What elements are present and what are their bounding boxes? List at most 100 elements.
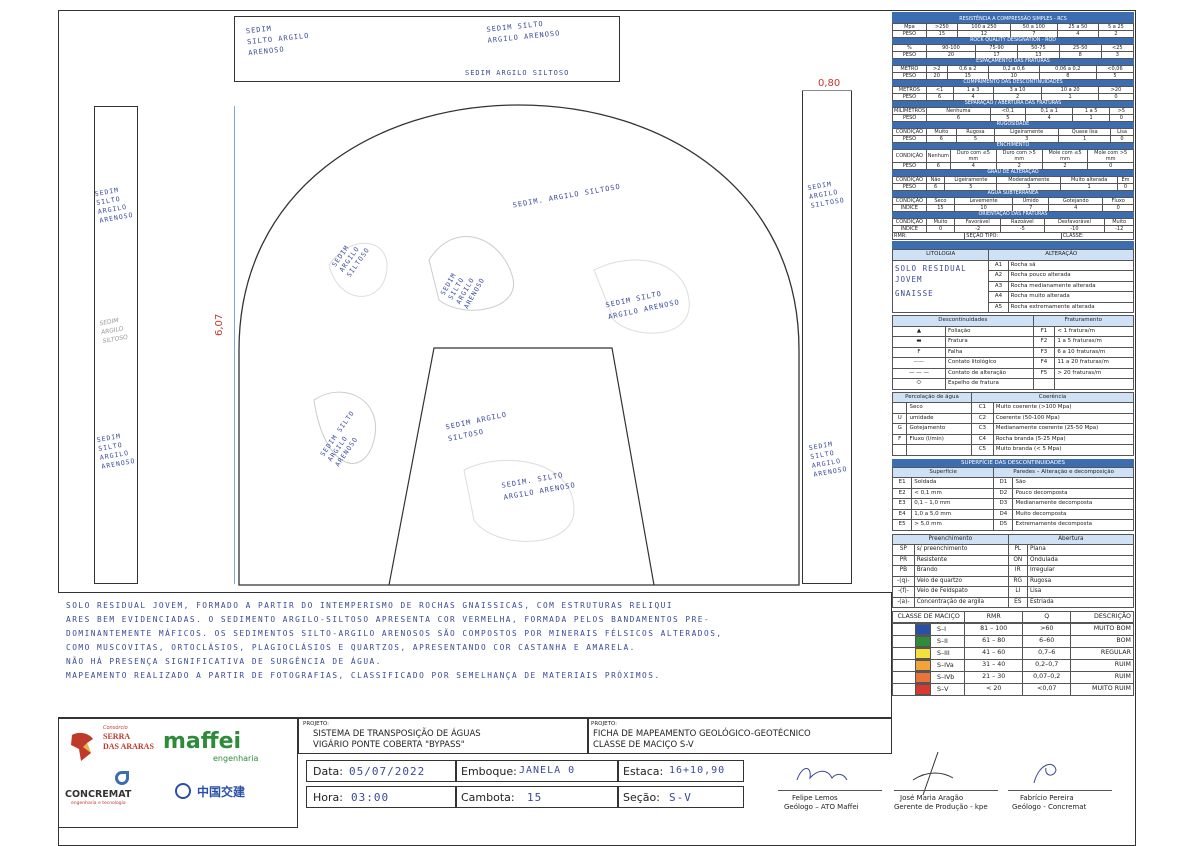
coh-code: C2	[971, 412, 994, 424]
rmr-cell: >5	[1108, 107, 1135, 115]
fill-desc: Veio de quartzo	[913, 575, 1009, 587]
wall-desc: Muito decomposta	[1012, 508, 1134, 520]
dim-height-line	[234, 106, 235, 584]
rmr-cell: <0,1	[989, 107, 1026, 115]
rmr-cell: Não	[925, 176, 946, 184]
class-code: S–V	[937, 686, 949, 693]
crown-box: SEDIM SILTO ARGILO ARENOSO SEDIM SILTO A…	[234, 16, 620, 82]
rmr-cell: PESO	[892, 162, 927, 170]
signer-1-role: Geólogo – ATO Maffei	[784, 803, 859, 811]
wall-code: D5	[993, 519, 1014, 531]
rmr-cell: PESO	[892, 93, 927, 101]
project-1-line-1: SISTEMA DE TRANSPOSIÇÃO DE ÁGUAS	[313, 729, 481, 739]
rmr-cell: 8	[1058, 51, 1102, 59]
fract-code: F1	[1032, 325, 1056, 337]
field-estaca[interactable]: Estaca: 16+10,90	[618, 760, 744, 782]
field-emboque[interactable]: Emboque: JANELA 0	[456, 760, 618, 782]
rmr-cell: 15	[925, 30, 958, 38]
rmr-cell: ÍNDICE	[892, 204, 927, 212]
water-desc: Seco	[906, 402, 973, 414]
ap-desc: Rugosa	[1026, 575, 1135, 587]
class-desc: BOM	[1070, 634, 1134, 648]
fill-desc: s/ preenchimento	[913, 544, 1009, 556]
fract-head: Fraturamento	[1032, 315, 1135, 327]
surf-code: E5	[891, 519, 913, 531]
signature-line	[778, 790, 882, 791]
rmr-cell: Fluxo	[1102, 197, 1134, 205]
surf-desc: < 0,1 mm	[911, 487, 995, 499]
rmr-cell: Gotejando	[1048, 197, 1104, 205]
field-data[interactable]: Data: 05/07/2022	[306, 760, 456, 782]
fill-desc: Concentração de argila	[913, 596, 1009, 608]
rmr-cell: Desfavorável	[1043, 218, 1106, 226]
class-q: 0,07–0,2	[1022, 670, 1072, 684]
ap-code: RG	[1007, 575, 1028, 587]
class-q: <0,07	[1022, 682, 1072, 696]
alt-code: A1	[988, 259, 1009, 271]
rmr-cell: 4	[1024, 114, 1074, 122]
coh-desc: Muito branda (< 5 Mpa)	[992, 444, 1135, 456]
secao-value: S-V	[669, 791, 692, 804]
ap-desc: Irregular	[1026, 565, 1135, 577]
field-secao[interactable]: Seção: S-V	[618, 786, 744, 808]
rmr-cell: 0	[1110, 135, 1134, 143]
project-label: PROJETO:	[303, 721, 330, 727]
wall-code: D3	[993, 498, 1014, 510]
rmr-cell: 5	[1095, 72, 1135, 80]
rmr-cell: Ligeiramente	[993, 128, 1060, 136]
hora-label: Hora:	[313, 791, 343, 804]
alteration-head: ALTERAÇÃO	[988, 249, 1134, 261]
class-rmr: 31 – 40	[964, 658, 1024, 672]
dim-width-label: 0,80	[818, 78, 841, 89]
rmr-cell: 3 a 10	[992, 86, 1043, 94]
maffei-logo-text: maffei	[163, 729, 242, 754]
water-code: F	[891, 433, 908, 445]
surf-code: E3	[891, 498, 913, 510]
surf-desc: Soldada	[911, 477, 995, 489]
rmr-cell: 0	[1117, 183, 1134, 191]
fract-desc: 6 a 10 fraturas/m	[1054, 346, 1134, 358]
rmr-cell: Favorável	[954, 218, 1002, 226]
rmr-cell: Quase lisa	[1058, 128, 1112, 136]
signer-1-name: Felipe Lemos	[792, 794, 838, 802]
rmr-cell: Razoável	[1000, 218, 1045, 226]
class-q: >60	[1022, 622, 1072, 636]
class-q: 6–60	[1022, 634, 1072, 648]
walls-head: Paredes – Alteração e decomposição	[993, 466, 1134, 478]
note-line: ARES BEM EVIDENCIADAS. O SEDIMENTO ARGIL…	[66, 615, 711, 624]
alt-desc: Rocha sã	[1007, 259, 1135, 271]
fract-code: F4	[1032, 357, 1056, 369]
surface-head: Superfície	[891, 466, 995, 478]
maffei-sub: engenharia	[213, 754, 259, 763]
crown-label-3: SEDIM ARGILO SILTOSO	[465, 69, 570, 77]
concremat-sub: engenharia e tecnologia	[71, 801, 126, 806]
class-code: S–II	[937, 638, 948, 645]
class-rmr: 41 – 60	[964, 646, 1024, 660]
class-color-swatch	[915, 659, 931, 671]
emboque-value: JANELA 0	[519, 765, 576, 776]
field-hora[interactable]: Hora: 03:00	[306, 786, 456, 808]
rmr-cell: 0	[1087, 162, 1134, 170]
rmr-cell: Nenhuma	[926, 107, 991, 115]
ap-desc: Estriada	[1026, 596, 1135, 608]
rmr-cell: 6	[925, 93, 954, 101]
coh-desc: Coerente (50-100 Mpa)	[992, 412, 1135, 424]
ap-desc: Ondulada	[1026, 554, 1135, 566]
field-cambota[interactable]: Cambota: 15	[456, 786, 618, 808]
ap-code: ON	[1007, 554, 1028, 566]
rmr-cell: 20	[925, 51, 977, 59]
class-rmr: < 20	[964, 682, 1024, 696]
alt-code: A4	[988, 291, 1009, 303]
rmr-cell: 2	[1097, 30, 1135, 38]
rmr-param-title: ENCHIMENTO	[892, 143, 1134, 149]
fault-symbol: F	[891, 346, 947, 358]
class-desc: RUIM	[1070, 658, 1134, 672]
